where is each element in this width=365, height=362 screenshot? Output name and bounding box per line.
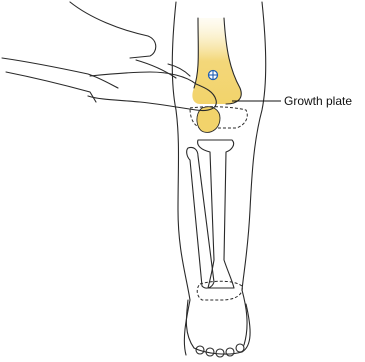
- fibula: [187, 147, 214, 288]
- foot: [186, 300, 250, 357]
- crosshair-circle-icon: [209, 71, 218, 80]
- ankle-outline: [197, 281, 242, 300]
- tibia: [198, 140, 234, 288]
- femur: [192, 18, 241, 104]
- femur-distal-highlight: [192, 18, 241, 104]
- growth-plate-label: Growth plate: [284, 94, 352, 108]
- examiner-hand: [2, 2, 216, 111]
